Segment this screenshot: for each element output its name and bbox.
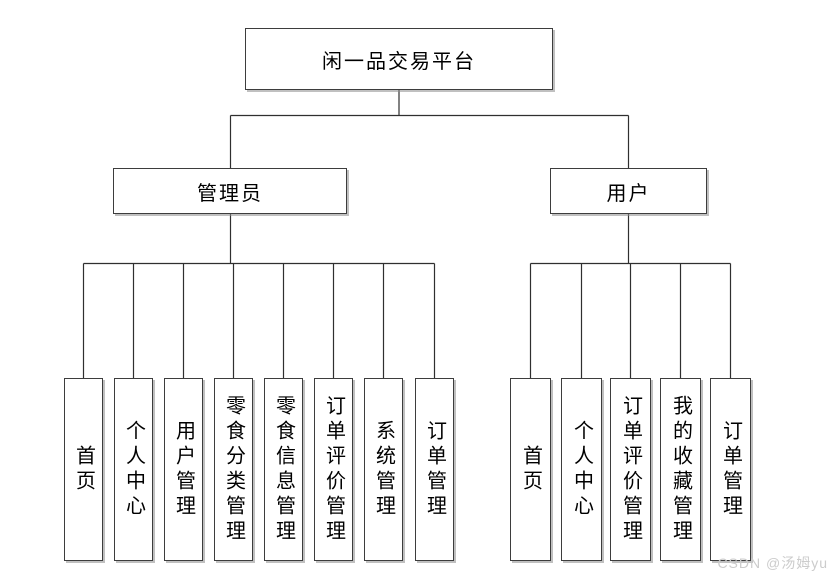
node-label: 首页 bbox=[72, 444, 95, 495]
node-label: 订单评价管理 bbox=[619, 394, 642, 545]
node-admin-snack-info-mgmt: 零食信息管理 bbox=[264, 378, 303, 561]
node-root-platform: 闲一品交易平台 bbox=[245, 28, 553, 90]
node-user: 用户 bbox=[550, 168, 707, 214]
node-admin: 管理员 bbox=[113, 168, 347, 214]
node-admin-personal-center: 个人中心 bbox=[114, 378, 153, 561]
node-label: 个人中心 bbox=[570, 419, 593, 520]
node-label: 订单管理 bbox=[719, 419, 742, 520]
node-admin-order-review-mgmt: 订单评价管理 bbox=[314, 378, 353, 561]
node-label: 闲一品交易平台 bbox=[322, 50, 476, 73]
node-admin-snack-category-mgmt: 零食分类管理 bbox=[214, 378, 253, 561]
node-label: 用户管理 bbox=[172, 419, 195, 520]
node-admin-home: 首页 bbox=[64, 378, 103, 561]
node-user-order-mgmt: 订单管理 bbox=[710, 378, 751, 561]
node-label: 管理员 bbox=[197, 182, 263, 205]
node-user-personal-center: 个人中心 bbox=[561, 378, 602, 561]
node-label: 零食分类管理 bbox=[222, 394, 245, 545]
node-label: 首页 bbox=[519, 444, 542, 495]
node-label: 订单评价管理 bbox=[322, 394, 345, 545]
node-user-favorites-mgmt: 我的收藏管理 bbox=[660, 378, 701, 561]
node-user-home: 首页 bbox=[510, 378, 551, 561]
node-admin-user-mgmt: 用户管理 bbox=[164, 378, 203, 561]
node-label: 个人中心 bbox=[122, 419, 145, 520]
node-label: 系统管理 bbox=[372, 419, 395, 520]
node-label: 用户 bbox=[606, 182, 651, 205]
node-user-order-review-mgmt: 订单评价管理 bbox=[610, 378, 651, 561]
csdn-watermark: CSDN @汤姆yu bbox=[717, 555, 828, 571]
node-label: 我的收藏管理 bbox=[669, 394, 692, 545]
node-admin-system-mgmt: 系统管理 bbox=[364, 378, 403, 561]
node-admin-order-mgmt: 订单管理 bbox=[415, 378, 454, 561]
node-label: 零食信息管理 bbox=[272, 394, 295, 545]
node-label: 订单管理 bbox=[423, 419, 446, 520]
